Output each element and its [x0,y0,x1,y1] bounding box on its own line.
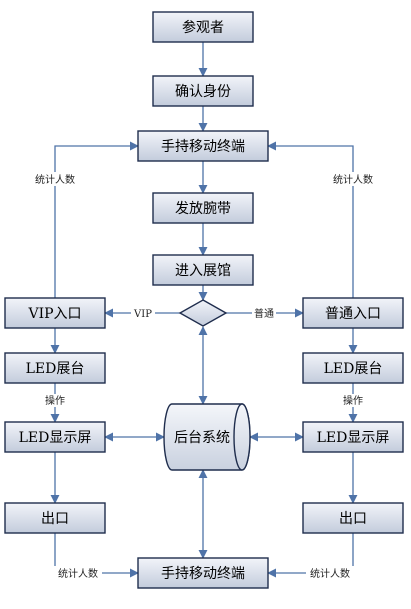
node-enter-hall-label: 进入展馆 [175,263,231,279]
node-led-booth-right: LED展台 [302,352,404,384]
decision-diamond [178,299,228,327]
arrow-vip-to-terminal-top [54,141,139,298]
node-visitor-label: 参观者 [182,19,224,36]
node-led-booth-left: LED展台 [4,352,106,384]
node-issue-wristband: 发放腕带 [152,192,254,224]
edge-label-count-left-bottom: 统计人数 [58,567,98,580]
node-led-display-left: LED显示屏 [4,421,106,453]
node-led-booth-right-label: LED展台 [324,361,383,377]
node-regular-entrance-label: 普通入口 [325,306,381,322]
node-led-display-left-label: LED显示屏 [19,430,92,446]
node-issue-wristband-label: 发放腕带 [175,201,231,217]
edge-label-regular: 普通 [254,307,274,320]
node-backend-system: 后台系统 [163,403,251,471]
node-verify-identity: 确认身份 [152,75,254,107]
node-backend-system-label: 后台系统 [174,430,230,446]
node-visitor: 参观者 [152,11,254,43]
node-vip-entrance: VIP入口 [4,297,106,329]
node-exit-right: 出口 [302,502,404,534]
node-exit-left: 出口 [4,502,106,534]
edge-label-count-left-top: 统计人数 [35,173,75,186]
edge-label-vip: VIP [133,309,152,320]
node-enter-hall: 进入展馆 [152,254,254,286]
node-exit-left-label: 出口 [41,511,69,527]
backend-cylinder-end [233,403,251,471]
node-led-booth-left-label: LED展台 [26,361,85,377]
node-verify-identity-label: 确认身份 [175,84,231,100]
node-handheld-terminal-top-label: 手持移动终端 [161,139,245,155]
node-handheld-terminal-bottom: 手持移动终端 [137,557,269,589]
edge-label-operate-right: 操作 [343,394,363,407]
edge-label-count-right-bottom: 统计人数 [310,567,350,580]
node-exit-right-label: 出口 [339,511,367,527]
node-led-display-right: LED显示屏 [302,421,404,453]
edge-label-operate-left: 操作 [45,394,65,407]
node-handheld-terminal-top: 手持移动终端 [137,130,269,162]
arrow-regular-to-terminal-top [267,141,354,298]
node-led-display-right-label: LED显示屏 [317,430,390,446]
edge-labels: 统计人数 统计人数 VIP 普通 操作 操作 统计人数 统计人数 [31,172,377,580]
node-regular-entrance: 普通入口 [302,297,404,329]
edge-label-count-right-top: 统计人数 [333,173,373,186]
node-handheld-terminal-bottom-label: 手持移动终端 [161,566,245,582]
node-vip-entrance-label: VIP入口 [27,306,81,322]
